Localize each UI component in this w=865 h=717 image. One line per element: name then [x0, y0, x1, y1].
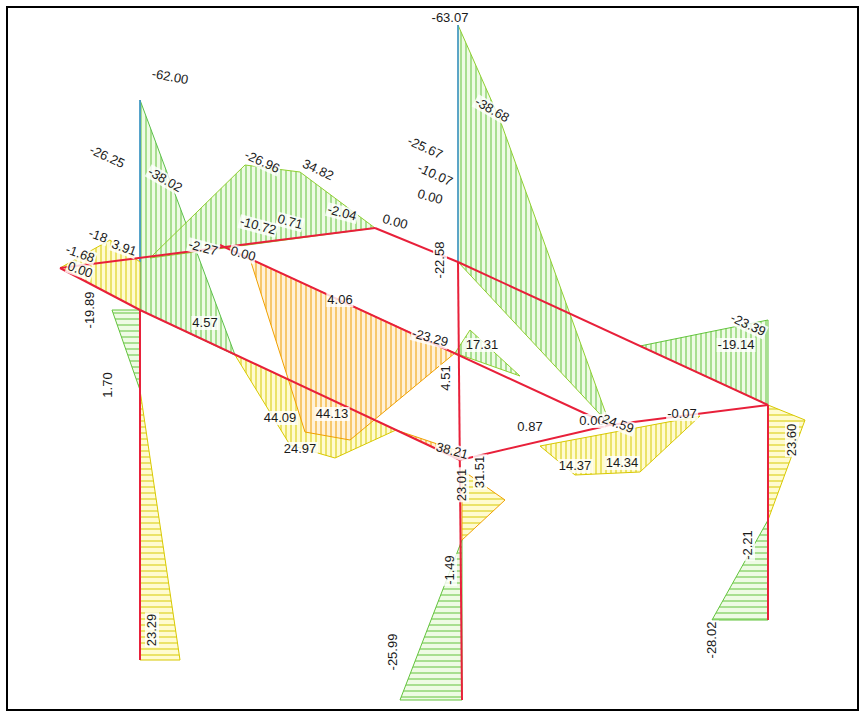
moment-value: 4.51: [439, 364, 453, 391]
moment-value: 44.13: [315, 407, 350, 421]
moment-value: 0.00: [228, 244, 258, 265]
moment-value: 0.00: [380, 212, 410, 233]
moment-value: -25.99: [386, 633, 400, 672]
moment-value: 31.51: [473, 455, 487, 490]
moment-value: 38.21: [434, 440, 471, 462]
moment-value: -26.25: [86, 142, 127, 171]
moment-value: -19.14: [717, 338, 756, 352]
moment-value: 23.60: [785, 423, 799, 458]
moment-value: 4.57: [191, 316, 218, 330]
moment-value: -10.07: [414, 160, 455, 189]
moment-value: 17.31: [465, 338, 500, 352]
moment-value: 0.00: [415, 187, 445, 208]
moment-value: -28.02: [705, 621, 719, 660]
moment-value: 23.29: [145, 613, 159, 648]
moment-value: 23.01: [455, 468, 469, 503]
moment-value: -1.49: [443, 554, 457, 586]
moment-value: -22.58: [433, 241, 447, 280]
moment-value: 1.70: [101, 371, 115, 398]
picture-border: [7, 7, 858, 710]
moment-value: 0.87: [516, 420, 543, 434]
moment-value: -25.67: [404, 133, 445, 162]
moment-value: 44.09: [263, 411, 298, 425]
moment-value: -2.21: [741, 529, 755, 561]
moment-value: -19.89: [83, 291, 97, 330]
moment-value: -63.07: [431, 11, 470, 25]
moment-value: 14.34: [605, 456, 640, 470]
moment-value: 24.97: [283, 442, 318, 456]
moment-value: -0.07: [666, 407, 698, 421]
moment-value: 14.37: [558, 459, 593, 473]
moment-areas: [60, 25, 805, 700]
moment-value: 4.06: [326, 293, 353, 307]
moment-value: -62.00: [150, 67, 191, 88]
frame-members: [60, 228, 768, 700]
